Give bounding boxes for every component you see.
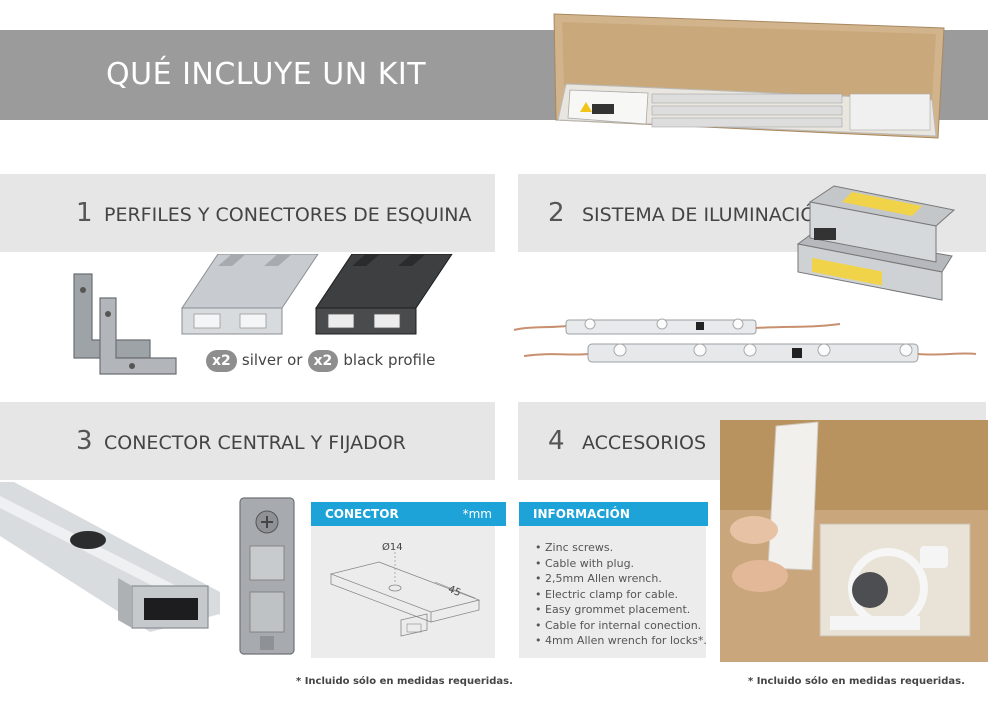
informacion-header: INFORMACIÓN (519, 502, 708, 526)
section-4-number: 4 (548, 426, 565, 456)
info-item: Zinc screws. (535, 540, 707, 556)
aluminum-profile-photo (0, 482, 220, 632)
black-profile-photo (315, 254, 453, 335)
section-3-title: CONECTOR CENTRAL Y FIJADOR (104, 432, 406, 454)
info-item: Cable for internal conection. (535, 618, 707, 634)
conector-unit: *mm (462, 507, 492, 521)
power-supply-photo (796, 185, 956, 301)
conector-diagram (329, 552, 481, 637)
section-2-title: SISTEMA DE ILUMINACIÓN (582, 204, 830, 226)
led-module-strip-photo (513, 318, 977, 363)
conector-header-label: CONECTOR (325, 507, 399, 521)
kit-box-photo (553, 13, 945, 139)
black-label: black profile (343, 351, 436, 369)
section-4-title: ACCESORIOS (582, 432, 707, 454)
qty-badge-silver: x2 (206, 350, 237, 372)
silver-label: silver or (241, 351, 303, 369)
footnote-left: * Incluido sólo en medidas requeridas. (296, 676, 513, 687)
section-2-number: 2 (548, 198, 565, 228)
info-item: 2,5mm Allen wrench. (535, 571, 707, 587)
footnote-right: * Incluido sólo en medidas requeridas. (748, 676, 965, 687)
page-title: QUÉ INCLUYE UN KIT (106, 57, 427, 92)
info-item: Electric clamp for cable. (535, 587, 707, 603)
qty-badge-black: x2 (307, 350, 339, 372)
info-item: 4mm Allen wrench for locks*. (535, 633, 707, 649)
conector-header: CONECTOR *mm (311, 502, 506, 526)
accessories-box-photo (720, 420, 988, 662)
section-3-bar (0, 402, 495, 480)
silver-profile-photo (181, 254, 319, 335)
corner-bracket-photo (73, 273, 177, 375)
section-1-number: 1 (76, 198, 93, 228)
info-item: Easy grommet placement. (535, 602, 707, 618)
info-item: Cable with plug. (535, 556, 707, 572)
profile-caption: x2 silver or x2 black profile (206, 350, 435, 372)
section-1-title: PERFILES Y CONECTORES DE ESQUINA (104, 204, 472, 226)
section-1-bar (0, 174, 495, 252)
conector-diagram-box (311, 526, 495, 658)
central-connector-photo (239, 497, 295, 655)
diameter-label: Ø14 (382, 542, 403, 553)
informacion-list: Zinc screws. Cable with plug. 2,5mm Alle… (535, 540, 707, 649)
section-3-number: 3 (76, 426, 93, 456)
